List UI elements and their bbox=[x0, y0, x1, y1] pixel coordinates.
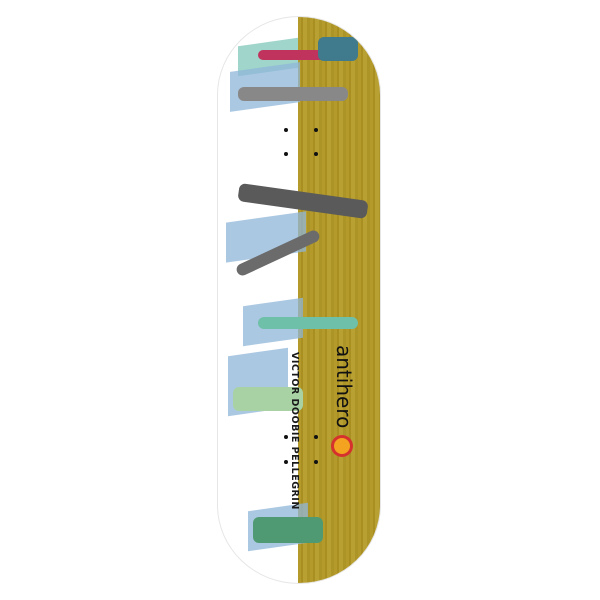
truck-bolt bbox=[284, 152, 288, 156]
truck-bolt bbox=[314, 128, 318, 132]
sun-logo-icon bbox=[334, 438, 350, 454]
figure-lying bbox=[258, 317, 358, 329]
skateboard-deck bbox=[218, 17, 380, 583]
truck-bolt bbox=[284, 128, 288, 132]
truck-bolt bbox=[314, 460, 318, 464]
figure-standing-grey bbox=[238, 87, 348, 101]
truck-bolt bbox=[284, 435, 288, 439]
brand-logo: antihero bbox=[332, 345, 356, 429]
figure-sitting bbox=[233, 387, 303, 411]
truck-bolt bbox=[284, 460, 288, 464]
truck-bolt bbox=[314, 435, 318, 439]
figure-torso bbox=[318, 37, 358, 61]
figure-meditating bbox=[253, 517, 323, 543]
truck-bolt bbox=[314, 152, 318, 156]
rider-name: VICTOR DOOBIE PELLEGRIN bbox=[289, 352, 300, 510]
figure-standing-pink bbox=[258, 50, 348, 60]
wood-veneer-half bbox=[298, 17, 380, 583]
